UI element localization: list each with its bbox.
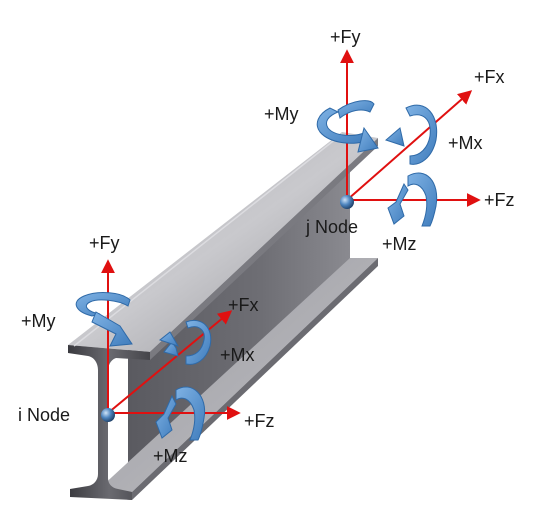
- j-my-moment-icon: [316, 100, 379, 153]
- j-fy-label: +Fy: [330, 27, 361, 47]
- j-node-point: [340, 195, 354, 209]
- i-mx-moment-icon: [158, 320, 212, 365]
- j-mx-label: +Mx: [448, 133, 483, 153]
- beam-top-flange: [68, 132, 378, 352]
- j-mz-label: +Mz: [382, 234, 417, 254]
- j-fx-arrow: [346, 90, 473, 201]
- i-node-point: [101, 408, 115, 422]
- i-fx-arrow: [107, 310, 233, 414]
- i-my-label: +My: [21, 311, 56, 331]
- i-node-label: i Node: [18, 405, 70, 425]
- j-fx-label: +Fx: [474, 67, 505, 87]
- i-mz-label: +Mz: [153, 446, 188, 466]
- i-node-group: +Fy +Fx +My +Mx i Node +Fz +Mz: [18, 233, 275, 466]
- j-node-group: +Fy +Fx +My +Mx +Fz j Node +Mz: [264, 27, 515, 254]
- j-my-label: +My: [264, 104, 299, 124]
- i-fx-label: +Fx: [228, 295, 259, 315]
- i-my-moment-icon: [75, 292, 133, 347]
- i-mx-label: +Mx: [220, 345, 255, 365]
- i-fz-label: +Fz: [244, 411, 275, 431]
- j-mx-moment-icon: [385, 104, 438, 165]
- i-mz-moment-icon: [155, 386, 206, 441]
- j-mz-moment-icon: [387, 172, 438, 227]
- i-fy-label: +Fy: [89, 233, 120, 253]
- beam-bottom-flange: [100, 258, 378, 492]
- j-node-label: j Node: [305, 217, 358, 237]
- j-fz-label: +Fz: [484, 190, 515, 210]
- steel-i-beam: [68, 132, 378, 500]
